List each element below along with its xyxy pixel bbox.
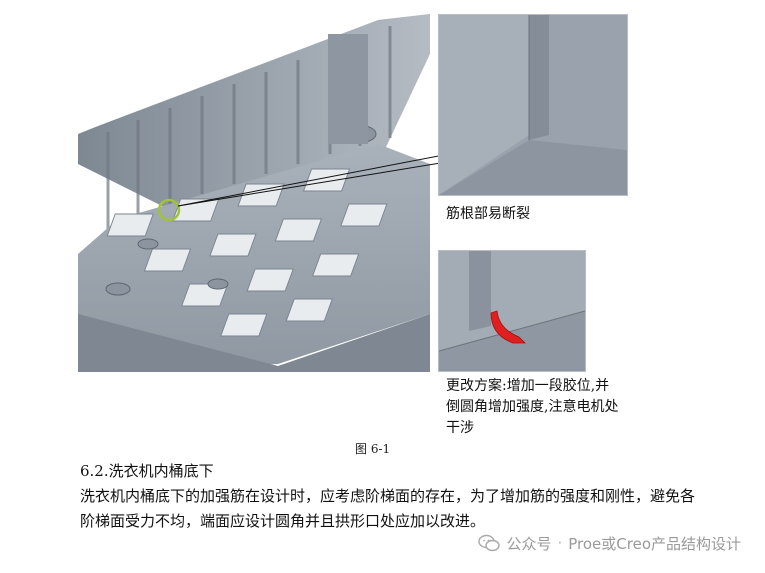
- section-title: 6.2.洗衣机内桶底下: [80, 462, 214, 480]
- rib-root-highlight-circle: [157, 198, 181, 222]
- tub-floor: [78, 144, 430, 372]
- callout-fix-plan: 更改方案:增加一段胶位,并 倒圆角增加强度,注意电机处 干涉: [446, 378, 619, 436]
- added-fillet-red: [490, 310, 526, 344]
- wechat-watermark: 公众号 · Proe或Creo产品结构设计: [478, 531, 741, 555]
- watermark-separator: ·: [557, 534, 563, 552]
- detail-view-fix: [438, 250, 586, 372]
- wechat-icon: [478, 534, 501, 552]
- figure-caption: 图 6-1: [355, 442, 391, 456]
- motor-tower: [328, 34, 368, 144]
- paragraph-text: 洗衣机内桶底下的加强筋在设计时，应考虑阶梯面的存在，为了增加筋的强度和刚性，避免…: [80, 487, 696, 530]
- wall-ribs: [106, 26, 392, 229]
- detail-view-rib-root: [438, 14, 628, 196]
- section-paragraph: 洗衣机内桶底下的加强筋在设计时，应考虑阶梯面的存在，为了增加筋的强度和刚性，避免…: [80, 484, 704, 534]
- watermark-account: Proe或Creo产品结构设计: [568, 534, 741, 553]
- detail-top-svg: [439, 15, 627, 195]
- callout-rib-root-crack: 筋根部易断裂: [446, 206, 530, 222]
- detail-bottom-svg: [439, 251, 585, 371]
- tub-front-lip: [78, 314, 430, 372]
- watermark-platform: 公众号: [506, 534, 552, 553]
